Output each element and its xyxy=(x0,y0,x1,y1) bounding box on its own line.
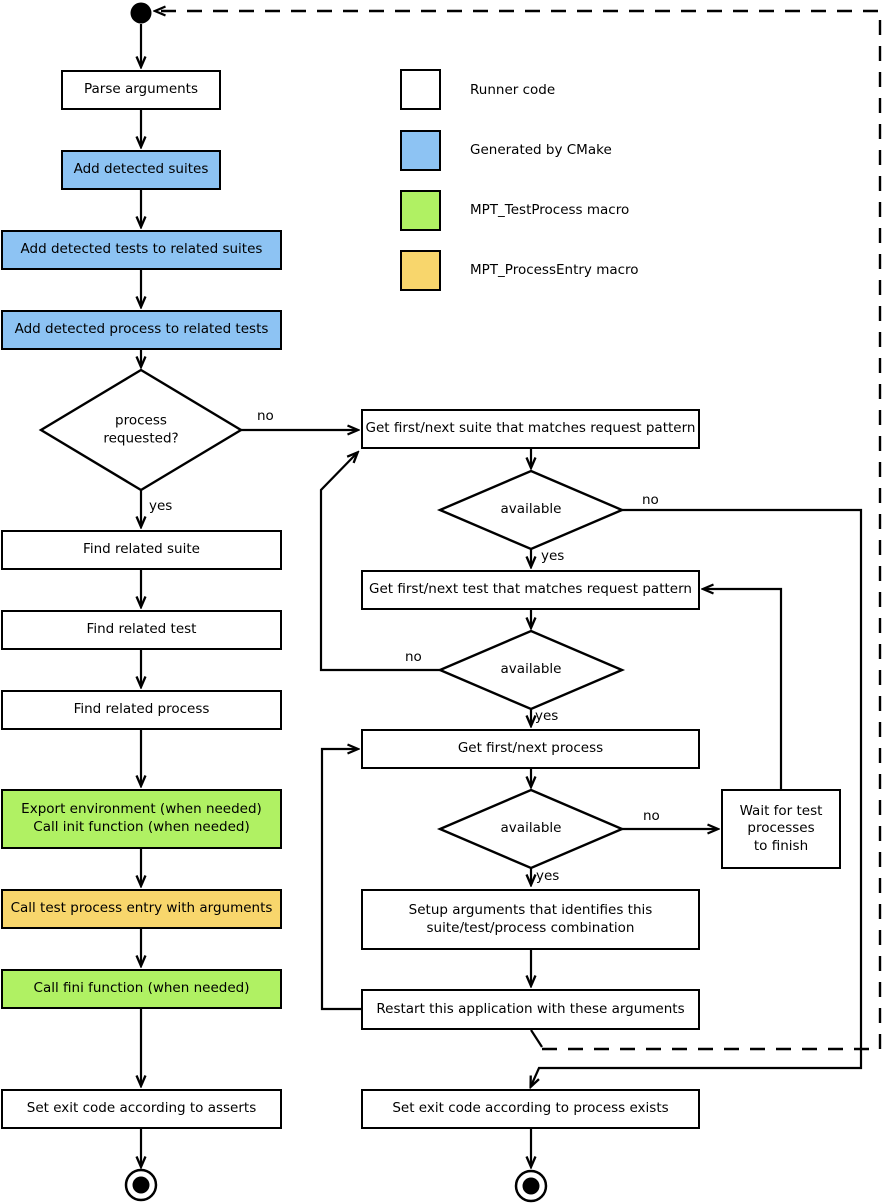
node-parse-arguments: Parse arguments xyxy=(61,70,221,110)
node-export-environment: Export environment (when needed) Call in… xyxy=(1,789,282,849)
edge-label-no-test-available: no xyxy=(405,649,422,665)
legend-label-mpt-testprocess-macro: MPT_TestProcess macro xyxy=(470,202,630,218)
node-get-first-next-suite: Get first/next suite that matches reques… xyxy=(361,409,700,449)
legend-label-mpt-processentry-macro: MPT_ProcessEntry macro xyxy=(470,262,639,278)
end-node-left-core xyxy=(132,1176,150,1194)
suite-available-label: available xyxy=(500,501,562,518)
end-node-right xyxy=(514,1169,548,1203)
node-wait-for-test-processes: Wait for test processes to finish xyxy=(721,789,841,869)
legend-swatch-runner-code xyxy=(400,69,441,110)
end-node-left xyxy=(124,1168,158,1202)
legend-label-runner-code: Runner code xyxy=(470,82,556,98)
edge-available1-no-to-exitprocess xyxy=(531,508,863,1086)
start-node xyxy=(130,2,152,24)
edge-available2-no-to-getsuite xyxy=(319,453,440,672)
node-get-first-next-process: Get first/next process xyxy=(361,729,700,769)
node-find-related-suite: Find related suite xyxy=(1,530,282,570)
node-restart-application: Restart this application with these argu… xyxy=(361,989,700,1030)
end-node-right-core xyxy=(522,1177,540,1195)
node-set-exit-code-process-exists: Set exit code according to process exist… xyxy=(361,1089,700,1129)
process-requested-label: process requested? xyxy=(103,412,179,446)
legend-swatch-generated-by-cmake xyxy=(400,130,441,171)
legend-label-generated-by-cmake: Generated by CMake xyxy=(470,142,612,158)
edge-restart-to-dashed xyxy=(530,1029,543,1048)
suite-available-diamond xyxy=(436,469,626,551)
edge-label-yes-process-available: yes xyxy=(536,868,560,884)
edge-wait-to-gettest xyxy=(704,589,783,789)
test-available-label: available xyxy=(500,661,562,678)
node-add-detected-suites: Add detected suites xyxy=(61,150,221,190)
edge-label-no-process-requested: no xyxy=(257,408,274,424)
node-setup-arguments: Setup arguments that identifies this sui… xyxy=(361,889,700,950)
node-add-detected-tests: Add detected tests to related suites xyxy=(1,230,282,270)
edge-restart-to-getprocess xyxy=(320,749,361,1011)
process-available-label: available xyxy=(500,820,562,837)
node-add-detected-process: Add detected process to related tests xyxy=(1,310,282,350)
edge-label-no-suite-available: no xyxy=(642,492,659,508)
legend-swatch-mpt-processentry-macro xyxy=(400,250,441,291)
restart-application-dashed-edge xyxy=(156,11,882,1051)
node-call-test-process-entry: Call test process entry with arguments xyxy=(1,889,282,929)
node-set-exit-code-asserts: Set exit code according to asserts xyxy=(1,1089,282,1129)
node-find-related-process: Find related process xyxy=(1,690,282,730)
edge-label-yes-suite-available: yes xyxy=(541,548,565,564)
legend-swatch-mpt-testprocess-macro xyxy=(400,190,441,231)
decision-diamonds xyxy=(38,368,626,870)
node-find-related-test: Find related test xyxy=(1,610,282,650)
process-available-diamond xyxy=(436,788,626,870)
solid-flow-edges xyxy=(141,24,863,1166)
edge-label-yes-process-requested: yes xyxy=(149,498,173,514)
test-available-diamond xyxy=(436,629,626,711)
process-requested-diamond xyxy=(38,368,244,492)
edge-label-yes-test-available: yes xyxy=(535,708,559,724)
node-get-first-next-test: Get first/next test that matches request… xyxy=(361,570,700,610)
node-call-fini-function: Call fini function (when needed) xyxy=(1,969,282,1009)
edge-label-no-process-available: no xyxy=(643,808,660,824)
